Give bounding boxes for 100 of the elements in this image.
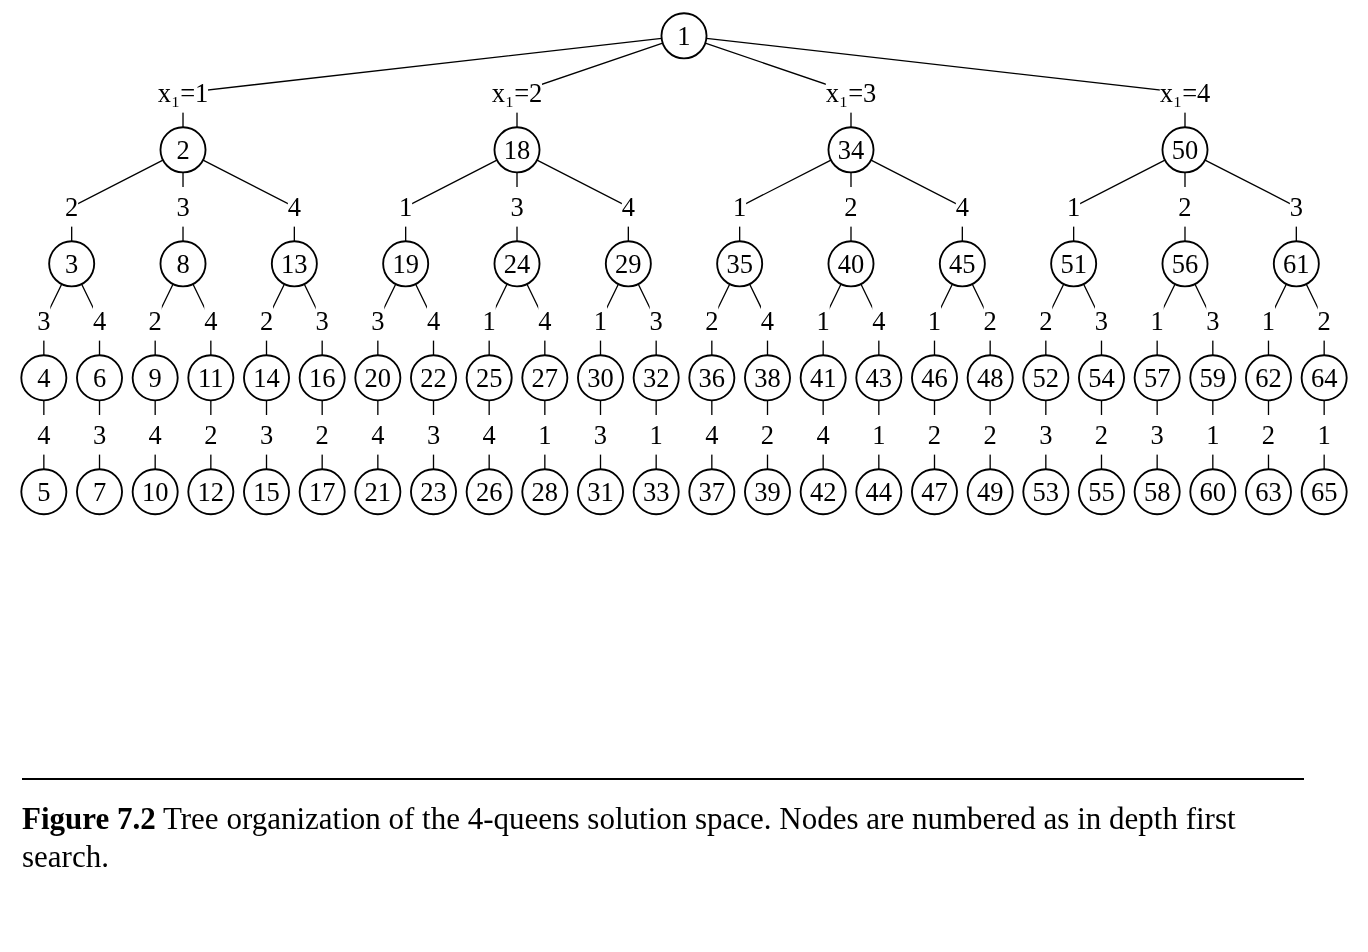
node-circle: 46 <box>911 354 958 402</box>
edge-label: 4 <box>621 192 635 222</box>
edge-label: 2 <box>844 192 858 222</box>
edge-label: 3 <box>426 420 441 450</box>
edge-label: 4 <box>482 420 496 450</box>
node-circle: 44 <box>855 468 903 516</box>
edge-label: 3 <box>593 420 608 450</box>
edge-label: 2 <box>1317 306 1331 336</box>
node-circle: 35 <box>716 240 764 288</box>
edge-label: 2 <box>1094 420 1109 450</box>
node-circle: 8 <box>159 240 207 288</box>
node-circle: 18 <box>493 126 541 174</box>
edge-label: 2 <box>705 306 719 336</box>
edge-label: 2 <box>148 306 162 336</box>
edge-label: 1 <box>872 420 886 450</box>
figure-caption: Figure 7.2 Tree organization of the 4-queens solution space. Nodes are numbered as in depth first search. <box>22 800 1237 876</box>
edge-label: 3 <box>510 192 524 222</box>
node-circle: 49 <box>966 468 1014 516</box>
edge-label: 4 <box>955 192 969 222</box>
node-circle: 41 <box>799 354 847 402</box>
edge-label: 3 <box>1039 420 1053 450</box>
node-circle: 38 <box>744 354 791 402</box>
node-circle: 27 <box>521 354 569 402</box>
node-circle: 30 <box>577 354 624 402</box>
edge-label: 3 <box>92 420 107 450</box>
edge-label: 3 <box>1150 420 1164 450</box>
node-circle: 29 <box>604 240 652 288</box>
edge-label: 3 <box>1094 306 1109 336</box>
edge-label: 4 <box>705 420 719 450</box>
node-circle: 59 <box>1189 354 1237 402</box>
node-circle: 58 <box>1133 468 1181 516</box>
node-circle: 11 <box>187 354 235 402</box>
edge-label: 1 <box>1206 420 1220 450</box>
node-circle: 1 <box>660 12 708 60</box>
edge-label: 4 <box>148 420 162 450</box>
node-circle: 50 <box>1161 126 1209 174</box>
node-circle: 55 <box>1078 468 1125 516</box>
edge-label: 3 <box>649 306 663 336</box>
edge-label: 1 <box>482 306 496 336</box>
node-circle: 62 <box>1245 354 1292 402</box>
edge-label: 3 <box>1289 192 1303 222</box>
edge-label: 2 <box>983 420 997 450</box>
node-circle: 3 <box>48 240 96 288</box>
node-circle: 56 <box>1161 240 1209 288</box>
edge-label: 3 <box>371 306 385 336</box>
node-circle: 2 <box>159 126 207 174</box>
edge-label: 2 <box>760 420 775 450</box>
edge-label: 2 <box>983 306 997 336</box>
edge-label: 4 <box>204 306 218 336</box>
edge-label: 4 <box>426 306 441 336</box>
edge-label: 3 <box>37 306 51 336</box>
node-circle: 31 <box>577 468 624 516</box>
node-circle: 51 <box>1050 240 1098 288</box>
node-circle: 17 <box>298 468 346 516</box>
edge-label: 3 <box>176 192 190 222</box>
edge-label: 4 <box>37 420 51 450</box>
node-circle: 7 <box>76 468 123 516</box>
node-circle: 65 <box>1300 468 1348 516</box>
node-circle: 6 <box>76 354 123 402</box>
node-circle: 28 <box>521 468 569 516</box>
edge-label: 1 <box>1261 306 1276 336</box>
node-circle: 39 <box>744 468 791 516</box>
node-circle: 4 <box>20 354 68 402</box>
edge-label: 1 <box>1150 306 1164 336</box>
node-circle: 60 <box>1189 468 1237 516</box>
node-circle: 47 <box>911 468 958 516</box>
edge-label: 3 <box>315 306 329 336</box>
node-circle: 20 <box>354 354 402 402</box>
node-circle: 36 <box>688 354 736 402</box>
edge-label: 2 <box>259 306 274 336</box>
edge-label: 2 <box>1178 192 1192 222</box>
node-circle: 63 <box>1245 468 1292 516</box>
node-circle: 23 <box>410 468 457 516</box>
node-circle: 45 <box>938 240 986 288</box>
node-circle: 10 <box>131 468 179 516</box>
edge-label: 1 <box>1067 192 1081 222</box>
node-circle: 53 <box>1022 468 1070 516</box>
node-circle: 40 <box>827 240 875 288</box>
edge-label: 2 <box>204 420 218 450</box>
edge-label: x₁=3 <box>825 78 877 108</box>
node-circle: 5 <box>20 468 68 516</box>
node-circle: 48 <box>966 354 1014 402</box>
node-circle: 37 <box>688 468 736 516</box>
node-circle: 16 <box>298 354 346 402</box>
edge-label: 1 <box>733 192 747 222</box>
node-circle: 26 <box>465 468 513 516</box>
node-circle: 15 <box>243 468 290 516</box>
edge-label: 3 <box>1206 306 1220 336</box>
edge-label: 1 <box>816 306 830 336</box>
edge-label: 4 <box>538 306 552 336</box>
edge-label: 4 <box>760 306 775 336</box>
node-circle: 25 <box>465 354 513 402</box>
node-circle: 57 <box>1133 354 1181 402</box>
node-circle: 21 <box>354 468 402 516</box>
node-circle: 13 <box>270 240 318 288</box>
edge-label: 4 <box>92 306 107 336</box>
edge-label: 2 <box>927 420 942 450</box>
node-circle: 9 <box>131 354 179 402</box>
edge-label: x₁=2 <box>491 78 543 108</box>
edge-label: 1 <box>399 192 413 222</box>
